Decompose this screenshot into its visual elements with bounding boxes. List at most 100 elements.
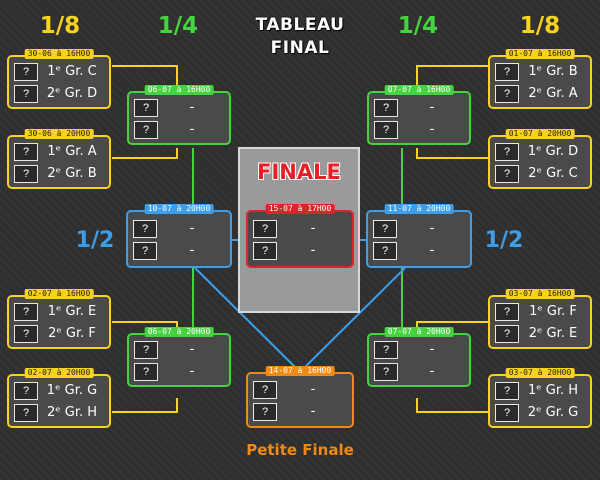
match-final: 15-07 à 17H00 ? - ? -: [246, 204, 354, 268]
page-title-line2: FINAL: [270, 38, 330, 58]
score-placeholder: -: [429, 221, 435, 236]
team-slot-1: ? -: [253, 219, 347, 239]
team-score-box[interactable]: ?: [14, 404, 38, 422]
score-placeholder: -: [429, 122, 435, 137]
score-placeholder: -: [429, 364, 435, 379]
team-score-box[interactable]: ?: [14, 303, 38, 321]
team-score-box[interactable]: ?: [374, 99, 398, 117]
team-label: 2ᵉ Gr. E: [528, 326, 578, 341]
match-eighth-left-4: 02-07 à 20H00 ? 1ᵉ Gr. G ? 2ᵉ Gr. H: [7, 368, 111, 428]
team-label: 2ᵉ Gr. B: [47, 166, 97, 181]
match-quarter-left-1: 06-07 à 16H00 ? - ? -: [127, 85, 231, 145]
team-score-box[interactable]: ?: [253, 381, 277, 399]
score-placeholder: -: [429, 100, 435, 115]
score-placeholder: -: [189, 122, 195, 137]
team-slot-1: ? -: [133, 219, 225, 239]
match-date: 30-06 à 20H00: [24, 129, 94, 139]
match-eighth-right-4: 03-07 à 20H00 ? 1ᵉ Gr. H ? 2ᵉ Gr. G: [488, 368, 592, 428]
match-date: 01-07 à 16H00: [505, 49, 575, 59]
team-score-box[interactable]: ?: [495, 85, 519, 103]
team-score-box[interactable]: ?: [374, 121, 398, 139]
match-date: 14-07 à 16H00: [265, 366, 335, 376]
team-label: 1ᵉ Gr. G: [46, 383, 98, 398]
team-score-box[interactable]: ?: [495, 303, 519, 321]
team-slot-2: ? 2ᵉ Gr. B: [14, 164, 104, 184]
match-date: 10-07 à 20H00: [144, 204, 214, 214]
team-slot-1: ? 1ᵉ Gr. F: [495, 302, 585, 322]
match-semi-left: 10-07 à 20H00 ? - ? -: [126, 204, 232, 268]
team-score-box[interactable]: ?: [14, 63, 38, 81]
match-date: 03-07 à 20H00: [505, 368, 575, 378]
score-placeholder: -: [429, 342, 435, 357]
team-score-box[interactable]: ?: [134, 363, 158, 381]
team-score-box[interactable]: ?: [374, 341, 398, 359]
team-label: 1ᵉ Gr. B: [528, 64, 578, 79]
match-date: 07-07 à 16H00: [384, 85, 454, 95]
round-label-semis-left: 1/2: [75, 228, 115, 253]
score-placeholder: -: [189, 342, 195, 357]
team-score-box[interactable]: ?: [495, 325, 519, 343]
team-score-box[interactable]: ?: [14, 85, 38, 103]
team-score-box[interactable]: ?: [373, 220, 397, 238]
team-slot-2: ? -: [253, 402, 347, 422]
round-label-eighths-right: 1/8: [519, 13, 561, 39]
team-slot-1: ? -: [253, 380, 347, 400]
team-slot-2: ? -: [134, 120, 224, 140]
match-quarter-right-1: 07-07 à 16H00 ? - ? -: [367, 85, 471, 145]
match-semi-right: 11-07 à 20H00 ? - ? -: [366, 204, 472, 268]
team-score-box[interactable]: ?: [134, 99, 158, 117]
team-slot-2: ? 2ᵉ Gr. C: [495, 164, 585, 184]
team-slot-1: ? -: [373, 219, 465, 239]
team-slot-2: ? -: [373, 241, 465, 261]
team-slot-1: ? -: [134, 98, 224, 118]
team-score-box[interactable]: ?: [253, 220, 277, 238]
team-score-box[interactable]: ?: [495, 382, 519, 400]
team-score-box[interactable]: ?: [495, 63, 519, 81]
team-score-box[interactable]: ?: [14, 382, 38, 400]
match-date: 06-07 à 20H00: [144, 327, 214, 337]
team-score-box[interactable]: ?: [134, 121, 158, 139]
round-label-semis-right: 1/2: [484, 228, 524, 253]
team-slot-1: ? 1ᵉ Gr. C: [14, 62, 104, 82]
team-score-box[interactable]: ?: [14, 325, 38, 343]
team-slot-2: ? 2ᵉ Gr. F: [14, 324, 104, 344]
team-slot-2: ? 2ᵉ Gr. E: [495, 324, 585, 344]
team-label: 1ᵉ Gr. D: [527, 144, 579, 159]
team-label: 1ᵉ Gr. F: [529, 304, 577, 319]
team-slot-2: ? -: [134, 362, 224, 382]
team-slot-1: ? -: [374, 340, 464, 360]
team-label: 2ᵉ Gr. H: [46, 405, 98, 420]
team-score-box[interactable]: ?: [253, 242, 277, 260]
team-score-box[interactable]: ?: [133, 220, 157, 238]
match-eighth-left-3: 02-07 à 16H00 ? 1ᵉ Gr. E ? 2ᵉ Gr. F: [7, 289, 111, 349]
team-slot-2: ? 2ᵉ Gr. A: [495, 84, 585, 104]
team-slot-1: ? -: [374, 98, 464, 118]
match-quarter-left-2: 06-07 à 20H00 ? - ? -: [127, 327, 231, 387]
team-score-box[interactable]: ?: [134, 341, 158, 359]
team-score-box[interactable]: ?: [495, 165, 519, 183]
team-slot-2: ? 2ᵉ Gr. D: [14, 84, 104, 104]
score-placeholder: -: [189, 243, 195, 258]
team-label: 1ᵉ Gr. H: [527, 383, 579, 398]
team-score-box[interactable]: ?: [133, 242, 157, 260]
team-label: 1ᵉ Gr. C: [47, 64, 97, 79]
round-label-quarters-right: 1/4: [397, 13, 439, 39]
match-date: 11-07 à 20H00: [384, 204, 454, 214]
match-third-place: 14-07 à 16H00 ? - ? -: [246, 366, 354, 428]
match-date: 02-07 à 20H00: [24, 368, 94, 378]
team-score-box[interactable]: ?: [14, 143, 38, 161]
team-score-box[interactable]: ?: [495, 404, 519, 422]
team-label: 1ᵉ Gr. A: [47, 144, 97, 159]
finale-title: FINALE: [257, 160, 341, 184]
round-label-eighths-left: 1/8: [39, 13, 81, 39]
score-placeholder: -: [429, 243, 435, 258]
team-score-box[interactable]: ?: [14, 165, 38, 183]
match-eighth-right-2: 01-07 à 20H00 ? 1ᵉ Gr. D ? 2ᵉ Gr. C: [488, 129, 592, 189]
team-score-box[interactable]: ?: [373, 242, 397, 260]
score-placeholder: -: [310, 404, 316, 419]
team-score-box[interactable]: ?: [374, 363, 398, 381]
score-placeholder: -: [189, 100, 195, 115]
page-title-line1: TABLEAU: [255, 15, 345, 35]
team-score-box[interactable]: ?: [495, 143, 519, 161]
team-score-box[interactable]: ?: [253, 403, 277, 421]
